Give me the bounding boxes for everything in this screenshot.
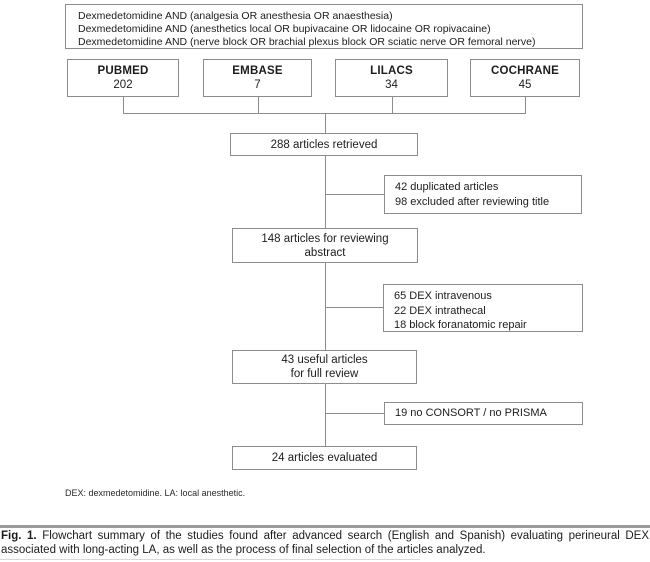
database-name: PUBMED	[97, 65, 149, 77]
figure-caption-text: Flowchart summary of the studies found a…	[1, 530, 650, 556]
exclusion-line: 98 excluded after reviewing title	[395, 195, 550, 208]
query-line-2: Dexmedetomidine AND (anesthetics local O…	[78, 23, 491, 35]
database-name: COCHRANE	[490, 65, 560, 77]
exclusion-box-after-retrieval: 42 duplicated articles 98 excluded after…	[384, 175, 582, 214]
database-count: 45	[518, 79, 532, 91]
connector-line	[123, 97, 125, 113]
step-box-retrieved: 288 articles retrieved	[230, 133, 418, 156]
abbreviation-footnote: DEX: dexmedetomidine. LA: local anesthet…	[65, 488, 246, 498]
search-query-box: Dexmedetomidine AND (analgesia OR anesth…	[65, 4, 583, 49]
exclusion-line: 18 block foranatomic repair	[394, 319, 527, 331]
connector-line	[325, 156, 327, 228]
exclusion-box-after-abstract: 65 DEX intravenous 22 DEX intrathecal 18…	[383, 284, 583, 332]
caption-separator-rule	[0, 525, 650, 528]
step-box-abstract-review: 148 articles for reviewing abstract	[232, 228, 418, 263]
step-box-evaluated: 24 articles evaluated	[232, 446, 417, 470]
database-box-lilacs: LILACS 34	[335, 59, 448, 97]
connector-line	[325, 413, 384, 415]
database-count: 34	[385, 79, 398, 91]
connector-line	[525, 97, 527, 113]
database-box-pubmed: PUBMED 202	[67, 59, 179, 97]
connector-line	[325, 113, 327, 133]
exclusion-line: 42 duplicated articles	[395, 181, 499, 193]
exclusion-box-after-full-review: 19 no CONSORT / no PRISMA	[384, 402, 583, 425]
database-count: 202	[113, 79, 133, 91]
step-label: for full review	[290, 368, 359, 380]
figure-caption: Fig. 1. Flowchart summary of the studies…	[1, 530, 649, 557]
connector-line	[325, 263, 327, 350]
step-label: 24 articles evaluated	[271, 452, 378, 464]
step-label: abstract	[304, 246, 346, 259]
figure-label: Fig. 1.	[1, 530, 37, 542]
query-line-3: Dexmedetomidine AND (nerve block OR brac…	[78, 36, 536, 48]
database-box-embase: EMBASE 7	[203, 59, 312, 97]
step-box-full-review: 43 useful articles for full review	[232, 350, 417, 384]
connector-line	[325, 384, 327, 446]
step-label: 288 articles retrieved	[270, 138, 378, 151]
database-count: 7	[254, 79, 261, 91]
page-edge-artifact	[0, 559, 420, 560]
step-label: 148 articles for reviewing	[261, 232, 389, 245]
exclusion-line: 19 no CONSORT / no PRISMA	[395, 407, 547, 420]
database-box-cochrane: COCHRANE 45	[470, 59, 580, 97]
database-name: EMBASE	[232, 65, 283, 77]
connector-line	[325, 194, 384, 196]
connector-line	[258, 97, 260, 113]
connector-line	[392, 97, 394, 113]
query-line-1: Dexmedetomidine AND (analgesia OR anesth…	[78, 10, 393, 22]
exclusion-line: 22 DEX intrathecal	[394, 304, 486, 317]
database-name: LILACS	[370, 65, 413, 77]
connector-line	[325, 307, 383, 309]
exclusion-line: 65 DEX intravenous	[394, 290, 492, 302]
step-label: 43 useful articles	[281, 354, 368, 366]
connector-line	[123, 113, 526, 115]
